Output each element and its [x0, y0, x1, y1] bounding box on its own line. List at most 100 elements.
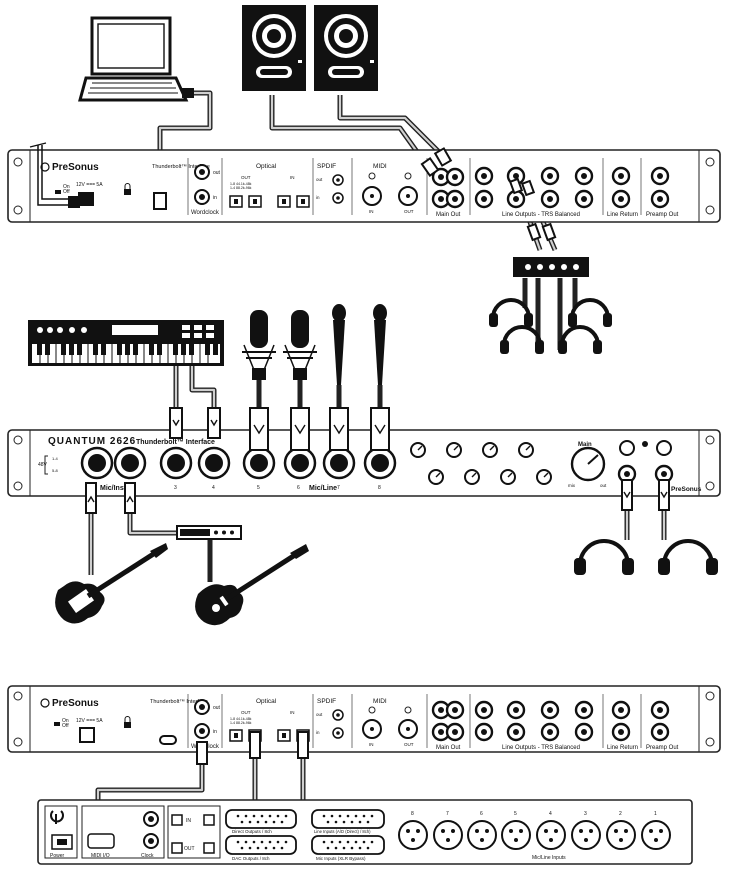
input-number-3: 3	[174, 485, 177, 491]
combo-input-3[interactable]	[159, 446, 193, 480]
lock-icon	[124, 183, 131, 195]
spdif-label: SPDIF	[317, 163, 336, 170]
midi-in-label: IN	[369, 209, 374, 214]
main-out-jacks	[431, 167, 465, 209]
mic-inst-label: Mic/Inst	[100, 485, 127, 492]
combo-input-7[interactable]	[322, 446, 356, 480]
main-knob-min-label: mix	[568, 483, 576, 488]
adat-out-port-1[interactable]	[171, 842, 183, 854]
mic-inputs-db25[interactable]	[311, 835, 385, 855]
optical-ch-a-label-2: 1-8 44.1k-48k	[230, 717, 252, 721]
combo-input-6[interactable]	[283, 446, 317, 480]
guitar-processor-icon	[176, 525, 242, 540]
spdif-in-label-2: in	[316, 730, 320, 735]
converter-rear-panel: Power MIDI I/O Clock IN OUT Direct Outpu…	[37, 799, 693, 865]
condenser-mic-icon	[242, 310, 276, 380]
studio-monitor-right-icon	[314, 5, 378, 91]
wordclock-in-label-2: in	[213, 729, 217, 735]
xlr-number-6: 6	[480, 811, 483, 817]
wordclock-out-label: out	[213, 170, 221, 176]
xlr-input-2[interactable]	[606, 820, 636, 850]
combo-input-1[interactable]	[80, 446, 114, 480]
line-return-label: Line Return	[607, 212, 638, 218]
combo-input-8[interactable]	[363, 446, 397, 480]
thunderbolt-label: Thunderbolt™ Interface	[152, 164, 210, 170]
xlr-input-3[interactable]	[571, 820, 601, 850]
thunderbolt-label-2: Thunderbolt™ Interface	[150, 699, 208, 705]
adat-out-label: OUT	[184, 846, 195, 852]
thunderbolt-port[interactable]	[153, 192, 167, 210]
main-knob-label: Main	[578, 442, 592, 448]
combo-input-5[interactable]	[242, 446, 276, 480]
condenser-mic-icon	[283, 310, 317, 380]
power-switch[interactable]	[55, 190, 61, 194]
wordclock-in-label: in	[213, 195, 217, 201]
power-off-label: Off	[63, 189, 70, 195]
power-jack-2[interactable]	[79, 727, 95, 743]
rear-brand-label: PreSonus	[52, 698, 99, 709]
dac-outputs-db25[interactable]	[225, 835, 297, 855]
xlr-input-5[interactable]	[501, 820, 531, 850]
midi-out-label-2: OUT	[404, 742, 414, 747]
svg-text:5-8: 5-8	[52, 468, 59, 473]
headphone-level-knob-1[interactable]	[619, 440, 635, 456]
preamp-out-label-2: Preamp Out	[646, 745, 679, 751]
xlr-number-1: 1	[654, 811, 657, 817]
spdif-out-label: out	[316, 177, 323, 182]
optical-label: Optical	[256, 163, 277, 170]
adat-in-port-2[interactable]	[203, 814, 215, 826]
thunderbolt-port-2[interactable]	[159, 735, 177, 745]
midi-label: MIDI	[373, 163, 387, 170]
electric-guitar-icon	[55, 543, 168, 624]
main-out-label: Main Out	[436, 212, 461, 218]
power-symbol-icon	[50, 810, 64, 824]
headphones-icon	[489, 298, 533, 327]
optical-out-label: OUT	[241, 175, 251, 180]
line-outputs-label-2: Line Outputs - TRS Balanced	[502, 745, 580, 751]
front-thunderbolt-label: Thunderbolt™ Interface	[136, 439, 215, 446]
mic-inputs-label: Mic Inputs (XLR Bypass)	[316, 856, 366, 861]
midi-out-label: OUT	[404, 209, 414, 214]
combo-input-4[interactable]	[197, 446, 231, 480]
xlr-inputs	[398, 820, 671, 850]
optical-label-2: Optical	[256, 698, 277, 705]
optical-ch-b-label: 1-4 88.2k-96k	[230, 186, 252, 190]
dac-outputs-label: DAC Outputs / 8ch	[232, 856, 270, 861]
adat-out-port-2[interactable]	[203, 842, 215, 854]
optical-out-label-2: OUT	[241, 710, 251, 715]
xlr-input-4[interactable]	[536, 820, 566, 850]
power-jack[interactable]	[78, 192, 94, 206]
direct-outputs-db25[interactable]	[225, 809, 297, 829]
xlr-input-8[interactable]	[398, 820, 428, 850]
power-switch-2[interactable]	[54, 722, 60, 726]
xlr-input-1[interactable]	[641, 820, 671, 850]
combo-input-2[interactable]	[113, 446, 147, 480]
studio-monitor-left-icon	[242, 5, 306, 91]
line-inputs-label: Line Inputs (A/D (Direct) / 8ch)	[314, 829, 371, 834]
headphones-icon	[574, 539, 634, 575]
xlr-number-5: 5	[514, 811, 517, 817]
xlr-input-7[interactable]	[433, 820, 463, 850]
model-label: QUANTUM 2626	[48, 436, 136, 447]
headphones-icon	[500, 325, 544, 354]
line-inputs-db25[interactable]	[311, 809, 385, 829]
headphone-icon	[642, 441, 648, 447]
spdif-out-label-2: out	[316, 712, 323, 717]
dynamic-mic-icon	[332, 304, 346, 385]
plugs-top	[420, 147, 557, 242]
headphone-level-knob-2[interactable]	[656, 440, 672, 456]
midi-io-port[interactable]	[87, 833, 115, 849]
power-rating-label-2: 12V === 5A	[76, 718, 103, 724]
spdif-label-2: SPDIF	[317, 698, 336, 705]
xlr-input-6[interactable]	[467, 820, 497, 850]
preamp-out-label: Preamp Out	[646, 212, 679, 218]
headphone-amp-icon	[513, 257, 589, 277]
adat-in-port-1[interactable]	[171, 814, 183, 826]
optical-ch-b-label-2: 1-4 88.2k-96k	[230, 721, 252, 725]
optical-in-label: IN	[290, 175, 295, 180]
lock-icon	[124, 716, 131, 728]
electric-guitar-icon	[195, 544, 309, 626]
input-number-7: 7	[337, 485, 340, 491]
input-number-6: 6	[297, 485, 300, 491]
